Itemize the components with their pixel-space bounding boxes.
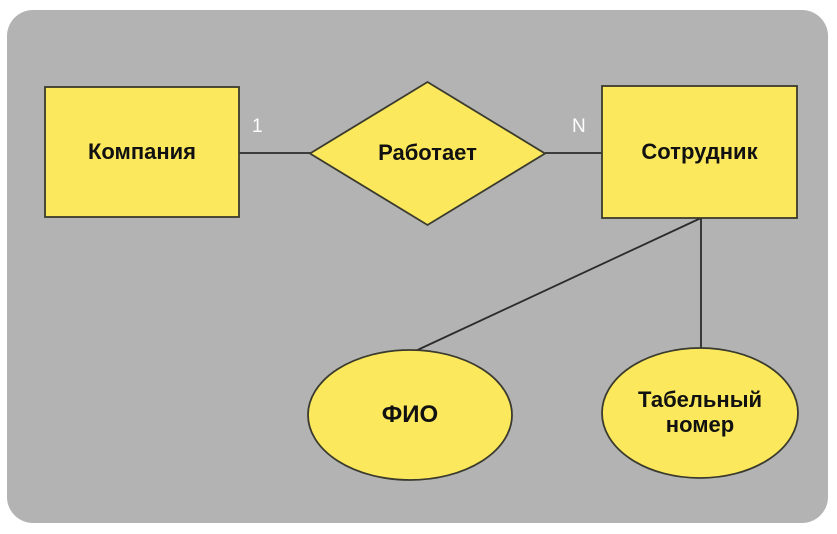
entity-employee-shape[interactable]	[601, 85, 798, 219]
relationship-works-shape[interactable]	[308, 80, 547, 227]
cardinality-label-n: N	[572, 116, 586, 137]
cardinality-label-one: 1	[252, 116, 263, 137]
attribute-fio-shape[interactable]	[307, 349, 513, 481]
connector-employee-fio	[410, 217, 702, 354]
attribute-tabnum-shape[interactable]	[601, 347, 799, 479]
entity-company-shape[interactable]	[44, 86, 240, 218]
